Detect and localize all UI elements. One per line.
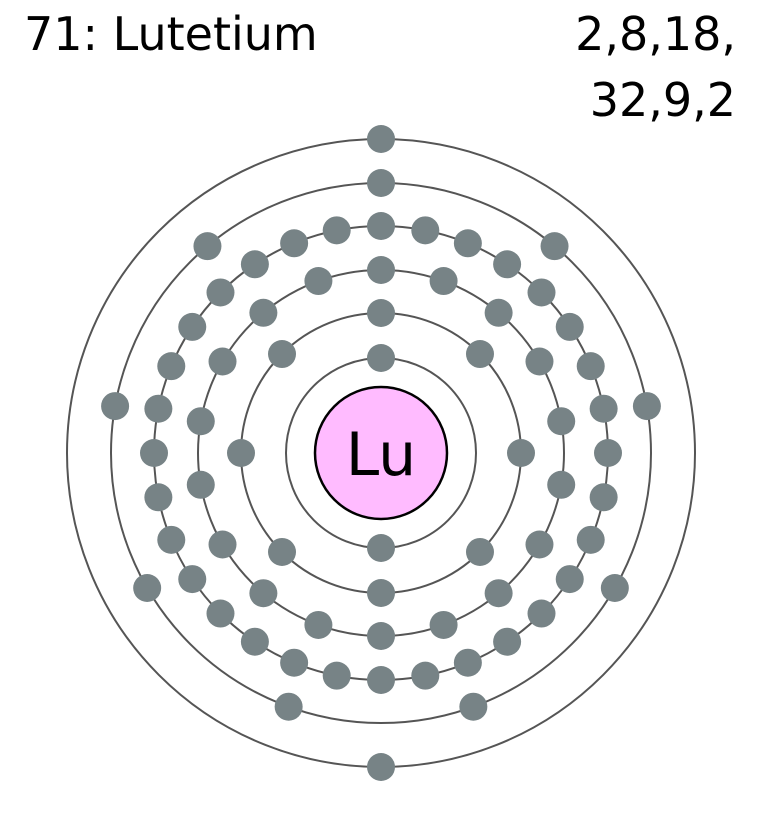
electron-shell-4-21 <box>206 599 235 628</box>
electron-shell-4-19 <box>280 648 309 677</box>
electron-shell-2-8 <box>268 340 297 369</box>
electron-shell-3-7 <box>525 530 554 559</box>
electron-shell-4-13 <box>527 599 556 628</box>
electron-shell-5-9 <box>193 232 222 261</box>
electron-shell-4-14 <box>493 627 522 656</box>
electron-shell-4-12 <box>555 565 584 594</box>
electron-shell-4-15 <box>453 648 482 677</box>
electron-shell-5-8 <box>101 392 130 421</box>
electron-shell-3-12 <box>249 579 278 608</box>
electron-shell-4-2 <box>411 216 440 245</box>
electron-shell-4-20 <box>240 627 269 656</box>
electron-shell-3-11 <box>304 610 333 639</box>
electron-shell-6-1 <box>367 125 395 153</box>
electron-shell-5-3 <box>632 392 661 421</box>
electron-shell-5-7 <box>133 574 162 602</box>
electron-shell-3-15 <box>186 407 215 436</box>
electron-shell-4-6 <box>555 312 584 341</box>
electron-configuration-line-1: 2,8,18, <box>575 7 736 61</box>
electron-shell-4-1 <box>367 212 395 240</box>
element-title: 71: Lutetium <box>24 7 318 61</box>
electron-shell-4-22 <box>178 565 207 594</box>
electron-shell-4-17 <box>367 666 395 694</box>
electron-shell-4-29 <box>206 278 235 307</box>
electron-shell-1-2 <box>367 534 395 562</box>
electron-shell-3-1 <box>367 256 395 284</box>
electron-shell-4-23 <box>157 525 186 554</box>
electron-shell-3-6 <box>547 470 576 499</box>
electron-shell-2-7 <box>227 439 255 467</box>
electron-shell-4-5 <box>527 278 556 307</box>
nucleus <box>313 385 449 521</box>
electron-shell-4-10 <box>589 483 618 512</box>
electron-shell-2-3 <box>507 439 535 467</box>
electron-shell-2-6 <box>268 537 297 566</box>
electron-shell-4-16 <box>411 661 440 690</box>
electron-shell-4-28 <box>178 312 207 341</box>
electron-shell-3-4 <box>525 347 554 376</box>
electron-shell-2-5 <box>367 579 395 607</box>
electron-shell-4-24 <box>144 483 173 512</box>
electron-shell-4-26 <box>144 394 173 423</box>
electron-shell-2-4 <box>465 537 494 566</box>
electron-shell-4-8 <box>589 394 618 423</box>
electron-shell-5-1 <box>367 169 395 197</box>
electron-shell-3-8 <box>484 579 513 608</box>
electron-shell-3-17 <box>249 298 278 327</box>
electron-shell-1-1 <box>367 344 395 372</box>
electrons-layer <box>101 125 661 781</box>
electron-shell-4-3 <box>453 229 482 258</box>
electron-configuration-line-2: 32,9,2 <box>589 73 736 127</box>
electron-shell-3-13 <box>208 530 237 559</box>
electron-shell-4-9 <box>594 439 622 467</box>
electron-shell-4-25 <box>140 439 168 467</box>
electron-shell-5-6 <box>274 692 303 721</box>
electron-shell-3-9 <box>429 610 458 639</box>
electron-shell-3-10 <box>367 622 395 650</box>
electron-shell-2-1 <box>367 299 395 327</box>
electron-shell-3-5 <box>547 407 576 436</box>
electron-shell-3-18 <box>304 267 333 296</box>
electron-shell-4-4 <box>493 250 522 279</box>
electron-shell-5-2 <box>540 232 569 261</box>
electron-shell-4-7 <box>576 352 605 381</box>
electron-shell-6-2 <box>367 753 395 781</box>
electron-shell-4-18 <box>322 661 351 690</box>
electron-shell-3-14 <box>186 470 215 499</box>
electron-shell-3-2 <box>429 267 458 296</box>
electron-shell-4-30 <box>240 250 269 279</box>
electron-shell-3-3 <box>484 298 513 327</box>
electron-shell-2-2 <box>465 340 494 369</box>
electron-shell-5-5 <box>459 692 488 721</box>
element-symbol: Lu <box>346 420 416 490</box>
electron-shell-4-31 <box>280 229 309 258</box>
electron-shell-3-16 <box>208 347 237 376</box>
electron-shell-4-32 <box>322 216 351 245</box>
nucleus-layer: Lu <box>313 385 449 521</box>
electron-shell-5-4 <box>600 574 629 602</box>
electron-shell-4-11 <box>576 525 605 554</box>
electron-shell-4-27 <box>157 352 186 381</box>
